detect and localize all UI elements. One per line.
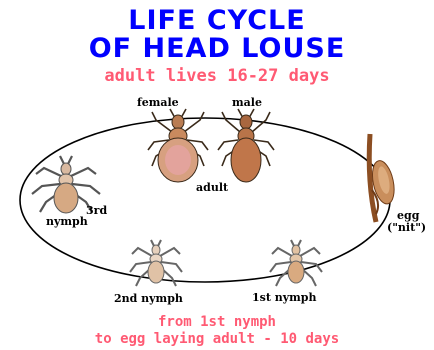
label-adult: adult [196, 182, 228, 194]
female-louse-figure [148, 109, 208, 182]
label-second-nymph: 2nd nymph [114, 293, 183, 305]
second-nymph-figure [130, 240, 182, 286]
egg-nit-figure [369, 134, 398, 222]
label-third-nymph-line1: 3rd [86, 205, 107, 217]
label-egg-line2: ("nit") [387, 222, 426, 234]
label-third-nymph-line2: nymph [46, 216, 88, 228]
label-first-nymph: 1st nymph [252, 292, 316, 304]
footnote-line-2: to egg laying adult - 10 days [0, 331, 434, 348]
label-female: female [137, 97, 179, 109]
label-male: male [232, 97, 262, 109]
male-louse-figure [218, 109, 274, 182]
first-nymph-figure [270, 240, 322, 286]
footnote-line-1: from 1st nymph [0, 314, 434, 331]
